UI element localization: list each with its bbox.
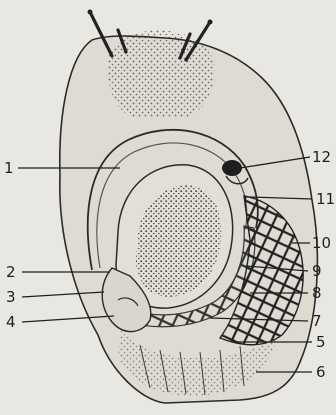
label-8: 8 xyxy=(312,284,322,302)
label-2: 2 xyxy=(6,263,16,281)
label-5: 5 xyxy=(316,333,326,351)
label-4: 4 xyxy=(6,313,16,331)
label-12: 12 xyxy=(312,148,331,166)
label-9: 9 xyxy=(312,262,322,280)
label-1: 1 xyxy=(4,159,14,177)
label-3: 3 xyxy=(6,288,16,306)
label-11: 11 xyxy=(316,190,335,208)
small-organ xyxy=(222,160,242,176)
label-7: 7 xyxy=(312,312,322,330)
label-6: 6 xyxy=(316,363,326,381)
label-10: 10 xyxy=(312,234,331,252)
